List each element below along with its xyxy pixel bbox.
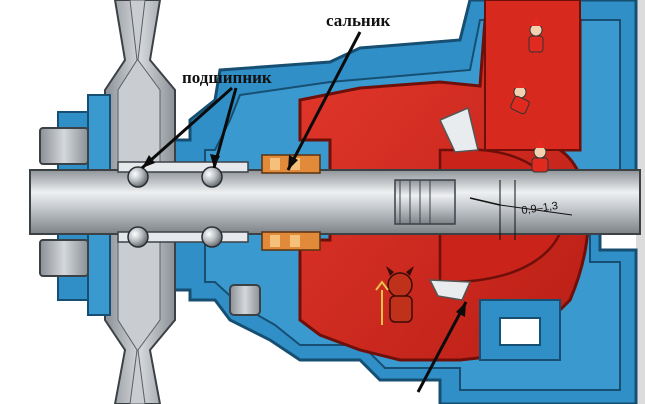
santa-figure-icon xyxy=(531,138,549,173)
impeller-pointer-arrow xyxy=(416,301,468,393)
devil-figure-icon xyxy=(375,266,414,325)
santa-figure-icon xyxy=(510,78,530,115)
bearing-label: подшипник xyxy=(182,68,272,87)
ball-bearing-icon xyxy=(201,166,223,188)
bearing-pointer-arrows xyxy=(141,86,238,170)
gland-pointer-arrow xyxy=(286,31,362,171)
santa-figure-icon xyxy=(528,16,544,53)
bearing-assembly xyxy=(117,161,249,248)
ball-bearing-icon xyxy=(201,226,223,248)
ball-bearing-icon xyxy=(127,166,149,188)
bolt-icon xyxy=(39,127,261,316)
clearance-dimension: 0,9–1,3 xyxy=(469,180,573,240)
gland-label: сальник xyxy=(326,11,391,30)
ball-bearing-icon xyxy=(127,226,149,248)
clearance-label: 0,9–1,3 xyxy=(521,200,559,217)
gland-seal xyxy=(261,154,321,251)
